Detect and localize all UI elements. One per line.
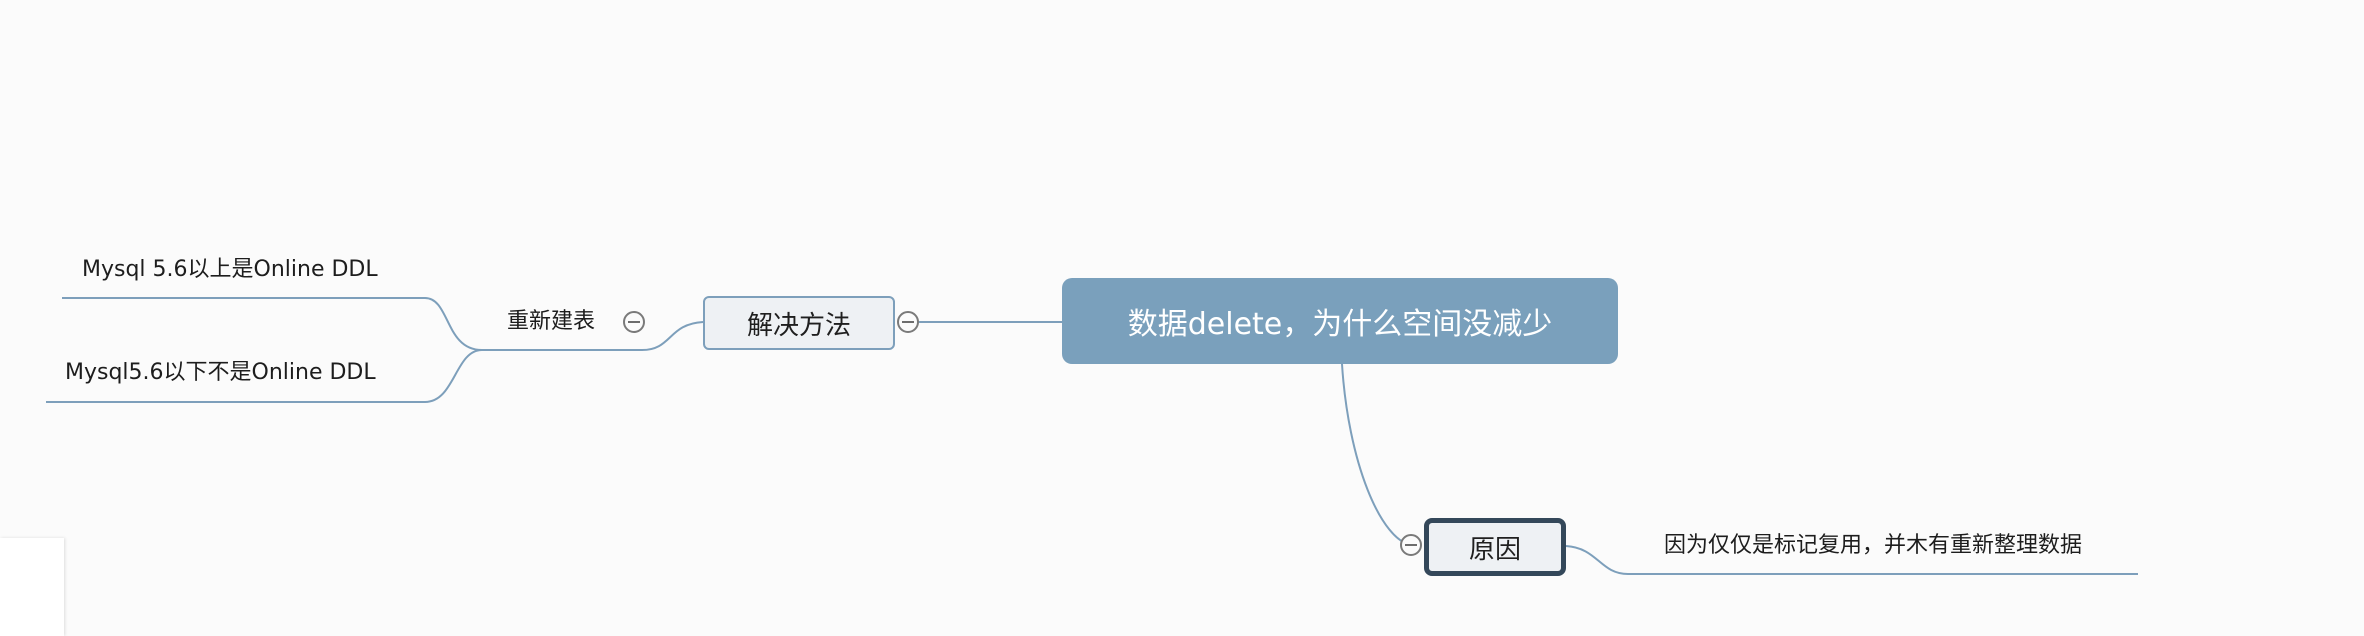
topic-reason[interactable]: 原因 <box>1424 518 1566 576</box>
subtopic-rebuild-table[interactable]: 重新建表 <box>507 311 595 333</box>
topic-solution-method-label: 解决方法 <box>746 310 851 341</box>
subtopic-mysql-below-56-label: Mysql5.6以下不是Online DDL <box>65 360 376 385</box>
connector-solution-to-rebuild <box>482 321 704 351</box>
subtopic-mysql-above-56[interactable]: Mysql 5.6以上是Online DDL <box>82 259 378 281</box>
connector-rebuild-to-mysql-above <box>62 297 483 351</box>
connector-rebuild-to-mysql-below <box>46 349 483 403</box>
collapse-rebuild-button[interactable] <box>623 311 645 333</box>
connector-root-to-reason <box>1341 363 1415 547</box>
connector-reason-to-explanation <box>1565 545 2138 575</box>
collapse-solution-button[interactable] <box>897 311 919 333</box>
central-topic[interactable]: 数据delete，为什么空间没减少 <box>1062 278 1618 364</box>
topic-solution-method[interactable]: 解决方法 <box>703 296 895 350</box>
topic-reason-label: 原因 <box>1468 534 1521 565</box>
subtopic-mysql-above-56-label: Mysql 5.6以上是Online DDL <box>82 257 378 282</box>
subtopic-reason-explanation-label: 因为仅仅是标记复用，并木有重新整理数据 <box>1664 533 2083 558</box>
corner-panel <box>0 538 64 636</box>
subtopic-mysql-below-56[interactable]: Mysql5.6以下不是Online DDL <box>65 362 376 384</box>
subtopic-reason-explanation[interactable]: 因为仅仅是标记复用，并木有重新整理数据 <box>1664 535 2082 557</box>
subtopic-rebuild-table-label: 重新建表 <box>507 309 596 334</box>
central-topic-label: 数据delete，为什么空间没减少 <box>1127 307 1553 342</box>
collapse-reason-button[interactable] <box>1400 534 1422 556</box>
